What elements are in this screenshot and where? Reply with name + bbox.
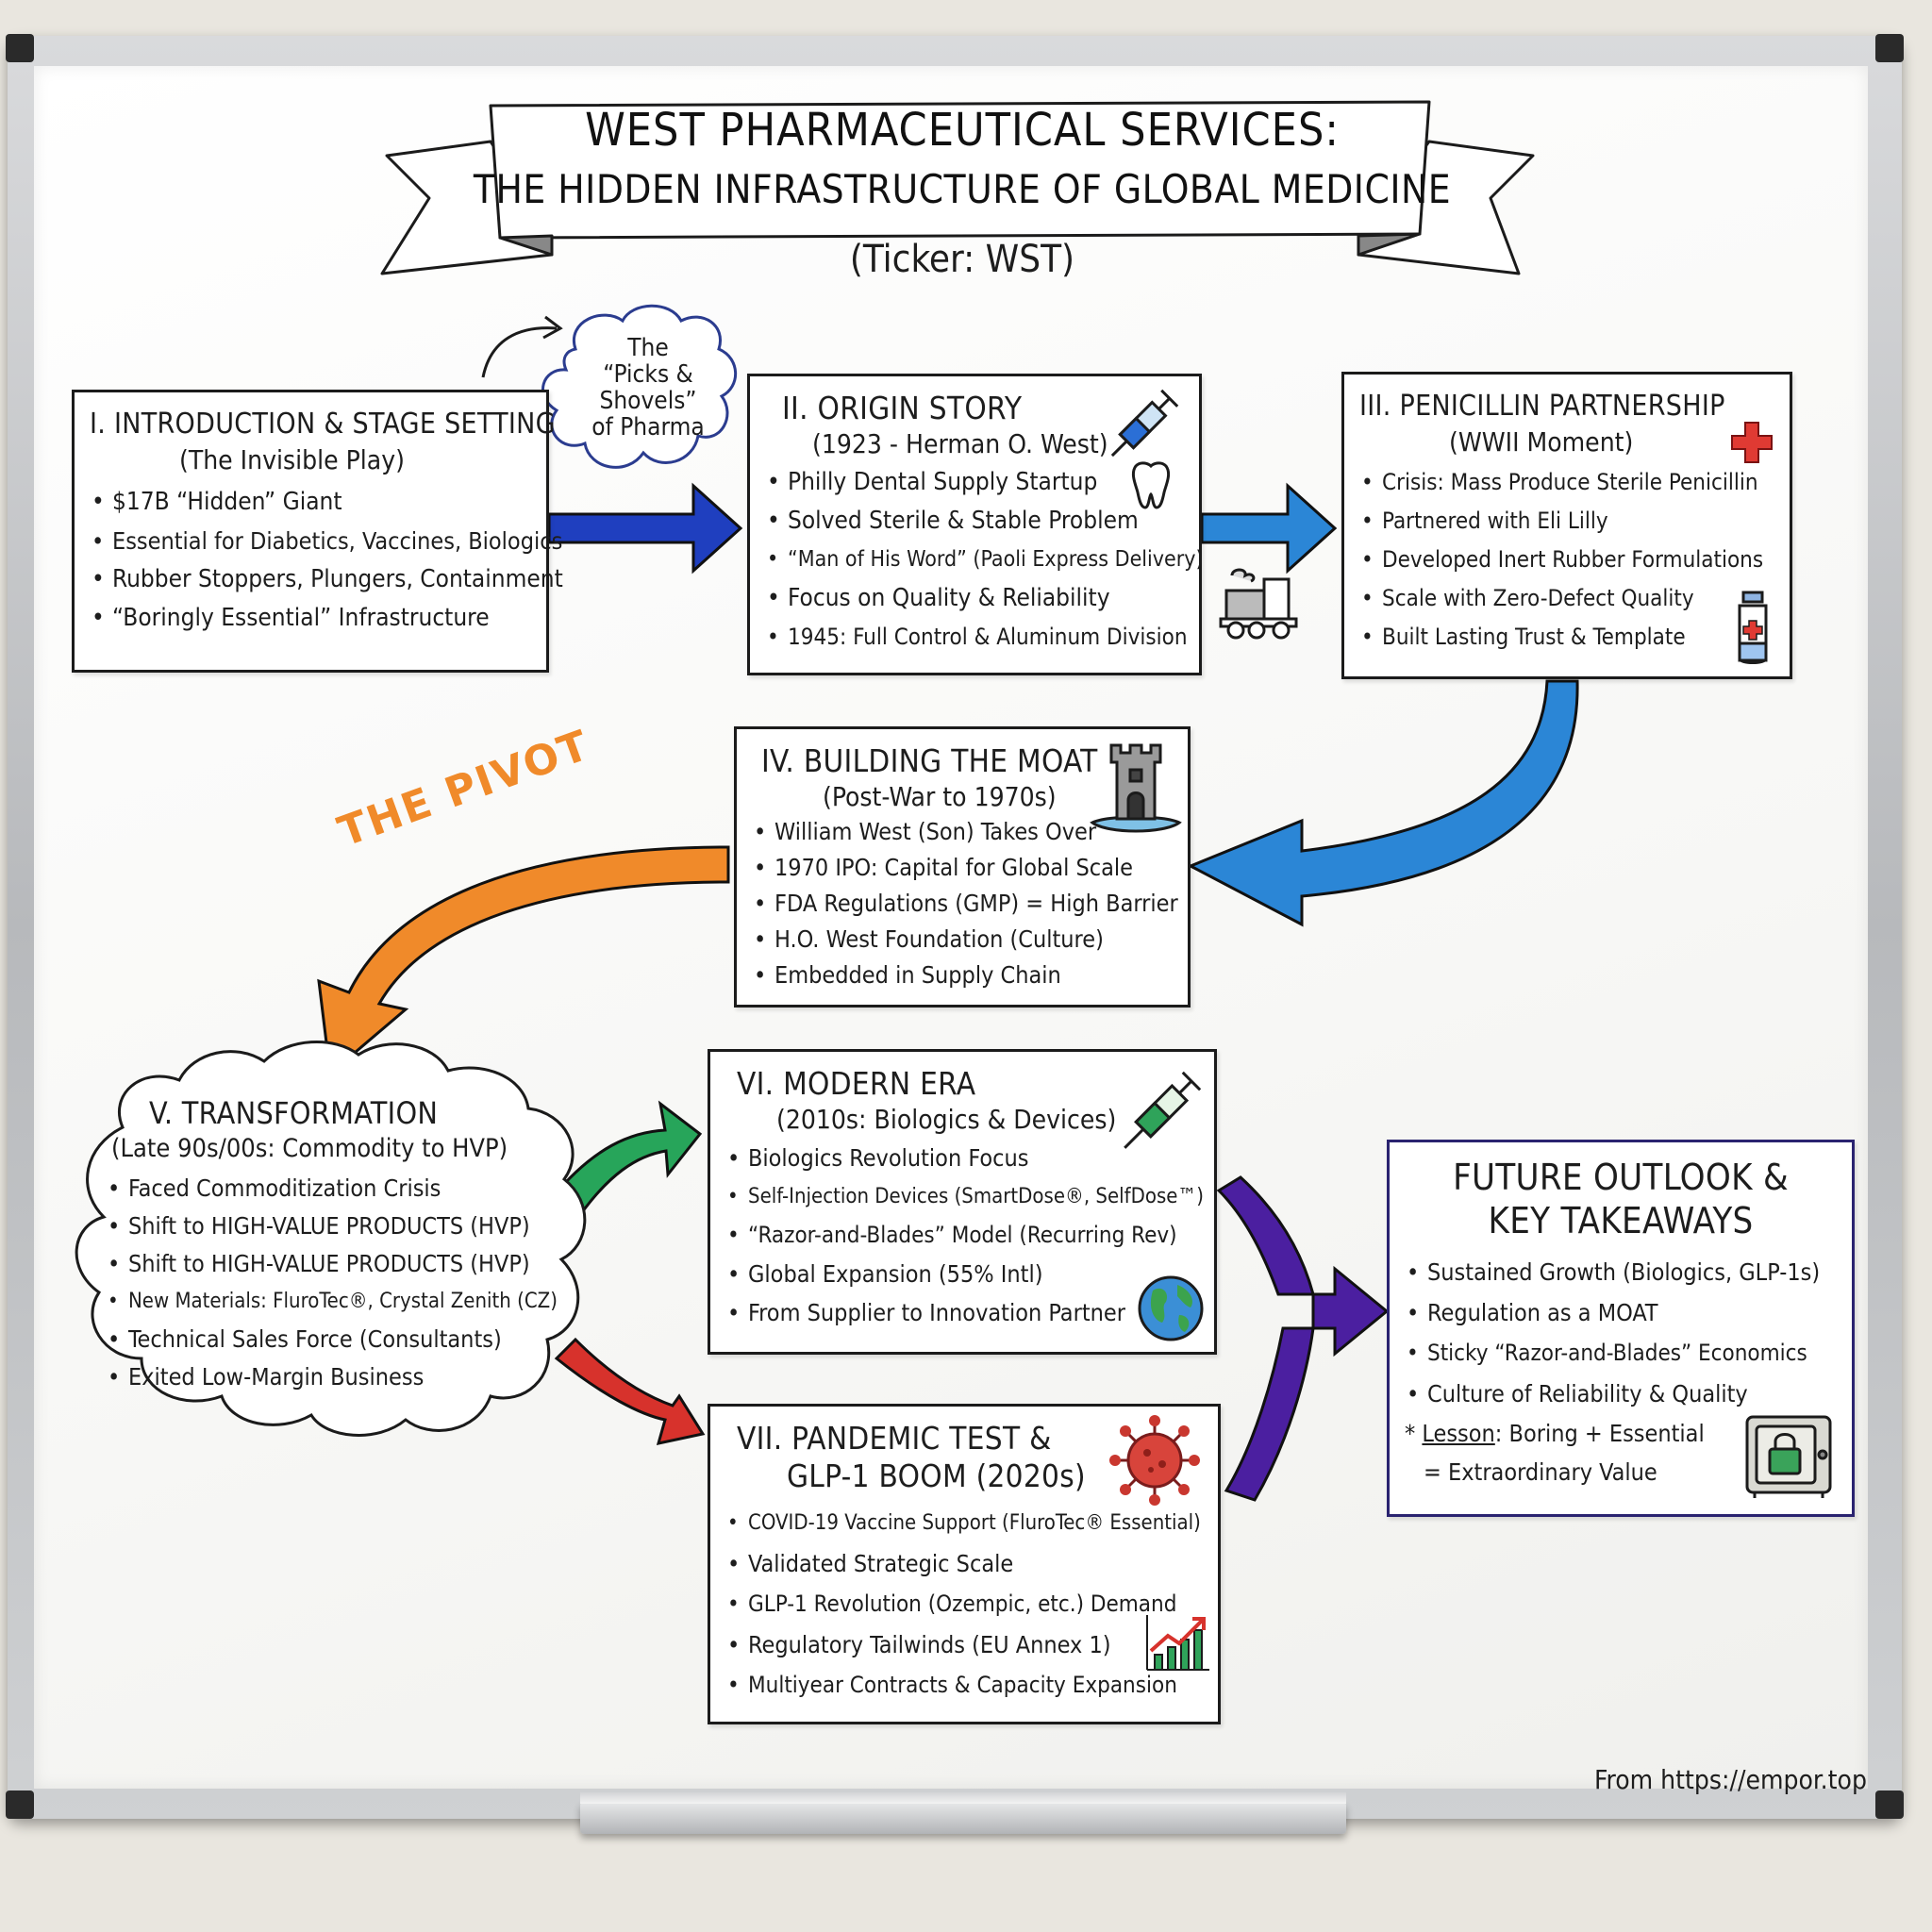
section-title: II. ORIGIN STORY <box>782 390 1023 426</box>
growth-chart-icon <box>1146 1615 1209 1671</box>
bullet-item: “Boringly Essential” Infrastructure <box>90 599 531 638</box>
frame-corner <box>1875 34 1904 62</box>
ticker-label: (Ticker: WST) <box>849 238 1075 281</box>
lesson-marker: * <box>1405 1420 1416 1447</box>
lesson-line: * Lesson: Boring + Essential <box>1405 1414 1837 1454</box>
page-subtitle: THE HIDDEN INFRASTRUCTURE OF GLOBAL MEDI… <box>473 166 1452 212</box>
bullet-list: COVID-19 Vaccine Support (FluroTec® Esse… <box>725 1503 1203 1706</box>
bullet-item: FDA Regulations (GMP) = High Barrier <box>752 886 1178 922</box>
bullet-list: Crisis: Mass Produce Sterile Penicillin … <box>1359 463 1774 657</box>
section-title: I. INTRODUCTION & STAGE SETTING <box>90 408 556 441</box>
source-footer: From https://empor.top <box>1594 1764 1867 1795</box>
frame-corner <box>1875 1790 1904 1819</box>
bullet-item: Sustained Growth (Biologics, GLP-1s) <box>1405 1252 1837 1292</box>
bullet-item: William West (Son) Takes Over <box>752 814 1173 850</box>
bullet-item: Embedded in Supply Chain <box>752 958 1173 993</box>
bullet-list: $17B “Hidden” Giant Essential for Diabet… <box>90 483 563 638</box>
bullet-item: Validated Strategic Scale <box>725 1543 1203 1584</box>
red-cross-icon <box>1731 422 1773 463</box>
section-subtitle: (Post-War to 1970s) <box>823 781 1057 812</box>
marker-tray <box>580 1792 1346 1834</box>
section-title: GLP-1 BOOM (2020s) <box>787 1457 1086 1494</box>
section-title: VI. MODERN ERA <box>737 1065 976 1102</box>
globe-icon <box>1138 1275 1204 1341</box>
vial-icon <box>1738 591 1768 664</box>
bullet-item: Sticky “Razor-and-Blades” Economics <box>1405 1333 1837 1374</box>
castle-icon <box>1090 743 1182 833</box>
bullet-item: H.O. West Foundation (Culture) <box>752 922 1173 958</box>
bullet-item: Solved Sterile & Stable Problem <box>765 502 1184 541</box>
lesson-label: Lesson <box>1422 1420 1495 1447</box>
bullet-item: COVID-19 Vaccine Support (FluroTec® Esse… <box>725 1503 1203 1543</box>
bullet-item: Essential for Diabetics, Vaccines, Biolo… <box>90 522 562 560</box>
section-subtitle: (WWII Moment) <box>1449 426 1634 458</box>
section-title: V. TRANSFORMATION <box>149 1095 439 1131</box>
bullet-item: “Man of His Word” (Paoli Express Deliver… <box>765 541 1204 579</box>
bullet-item: “Razor-and-Blades” Model (Recurring Rev) <box>725 1216 1199 1255</box>
section-transformation: V. TRANSFORMATION (Late 90s/00s: Commodi… <box>106 1094 596 1396</box>
bullet-item: Philly Dental Supply Startup <box>765 463 1184 502</box>
bullet-item: Self-Injection Devices (SmartDose®, Self… <box>725 1177 1204 1216</box>
bullet-item: Partnered with Eli Lilly <box>1359 502 1774 541</box>
bullet-item: Regulation as a MOAT <box>1405 1292 1837 1333</box>
section-modern-era: VI. MODERN ERA (2010s: Biologics & Devic… <box>708 1049 1217 1355</box>
bullet-item: Shift to HIGH-VALUE PRODUCTS (HVP) <box>106 1208 596 1245</box>
bullet-item: Culture of Reliability & Quality <box>1405 1374 1837 1414</box>
bullet-item: Biologics Revolution Focus <box>725 1139 1199 1177</box>
train-icon <box>1219 568 1298 640</box>
bullet-item: From Supplier to Innovation Partner <box>725 1293 1199 1332</box>
section-title: III. PENICILLIN PARTNERSHIP <box>1359 390 1725 423</box>
bullet-list: Biologics Revolution Focus Self-Injectio… <box>725 1139 1204 1332</box>
bullet-item: Crisis: Mass Produce Sterile Penicillin <box>1359 463 1774 502</box>
bullet-item: $17B “Hidden” Giant <box>90 483 531 522</box>
bullet-item: GLP-1 Revolution (Ozempic, etc.) Demand <box>725 1584 1203 1624</box>
bullet-item: Exited Low-Margin Business <box>106 1358 596 1396</box>
title-banner <box>380 100 1535 275</box>
section-title: FUTURE OUTLOOK & <box>1453 1157 1789 1198</box>
bullet-item: Multiyear Contracts & Capacity Expansion <box>725 1665 1203 1706</box>
bullet-list: Sustained Growth (Biologics, GLP-1s) Reg… <box>1405 1252 1837 1414</box>
bullet-list: William West (Son) Takes Over 1970 IPO: … <box>752 814 1178 993</box>
bullet-item: 1945: Full Control & Aluminum Division <box>765 618 1188 657</box>
bullet-list: Philly Dental Supply Startup Solved Ster… <box>765 463 1204 657</box>
section-title: KEY TAKEAWAYS <box>1488 1200 1754 1241</box>
syringe-icon <box>1124 1071 1202 1149</box>
bullet-item: Faced Commoditization Crisis <box>106 1170 596 1208</box>
bullet-item: Focus on Quality & Reliability <box>765 579 1184 618</box>
frame-corner <box>6 34 34 62</box>
bullet-list: Faced Commoditization Crisis Shift to HI… <box>106 1170 596 1396</box>
bullet-item: Developed Inert Rubber Formulations <box>1359 541 1774 579</box>
section-subtitle: (2010s: Biologics & Devices) <box>776 1104 1117 1135</box>
bullet-item: Technical Sales Force (Consultants) <box>106 1321 596 1358</box>
section-subtitle: (The Invisible Play) <box>179 444 405 475</box>
virus-icon <box>1109 1415 1200 1506</box>
frame-corner <box>6 1790 34 1819</box>
lesson-text-2: = Extraordinary Value <box>1424 1458 1657 1486</box>
section-introduction: I. INTRODUCTION & STAGE SETTING (The Inv… <box>72 390 563 673</box>
section-penicillin-partnership: III. PENICILLIN PARTNERSHIP (WWII Moment… <box>1341 372 1792 679</box>
bullet-item: Rubber Stoppers, Plungers, Containment <box>90 560 563 599</box>
bullet-item: Global Expansion (55% Intl) <box>725 1255 1199 1293</box>
section-title: IV. BUILDING THE MOAT <box>761 742 1098 779</box>
callout-text: The “Picks & Shovels” of Pharma <box>591 334 705 441</box>
bullet-item: Scale with Zero-Defect Quality <box>1359 579 1774 618</box>
bullet-item: 1970 IPO: Capital for Global Scale <box>752 850 1173 886</box>
section-title: VII. PANDEMIC TEST & <box>737 1420 1052 1457</box>
tooth-icon <box>1131 461 1171 509</box>
section-subtitle: (Late 90s/00s: Commodity to HVP) <box>111 1134 508 1163</box>
bullet-item: New Materials: FluroTec®, Crystal Zenith… <box>106 1283 596 1321</box>
bullet-item: Built Lasting Trust & Template <box>1359 618 1774 657</box>
safe-icon <box>1745 1415 1832 1498</box>
section-subtitle: (1923 - Herman O. West) <box>812 428 1108 459</box>
lesson-text: : Boring + Essential <box>1494 1420 1705 1447</box>
bullet-item: Shift to HIGH-VALUE PRODUCTS (HVP) <box>106 1245 596 1283</box>
page-title: WEST PHARMACEUTICAL SERVICES: <box>585 104 1340 157</box>
bullet-item: Regulatory Tailwinds (EU Annex 1) <box>725 1624 1203 1665</box>
syringe-icon <box>1110 389 1179 458</box>
section-origin-story: II. ORIGIN STORY (1923 - Herman O. West)… <box>747 374 1204 675</box>
section-building-the-moat: IV. BUILDING THE MOAT (Post-War to 1970s… <box>734 726 1191 1008</box>
